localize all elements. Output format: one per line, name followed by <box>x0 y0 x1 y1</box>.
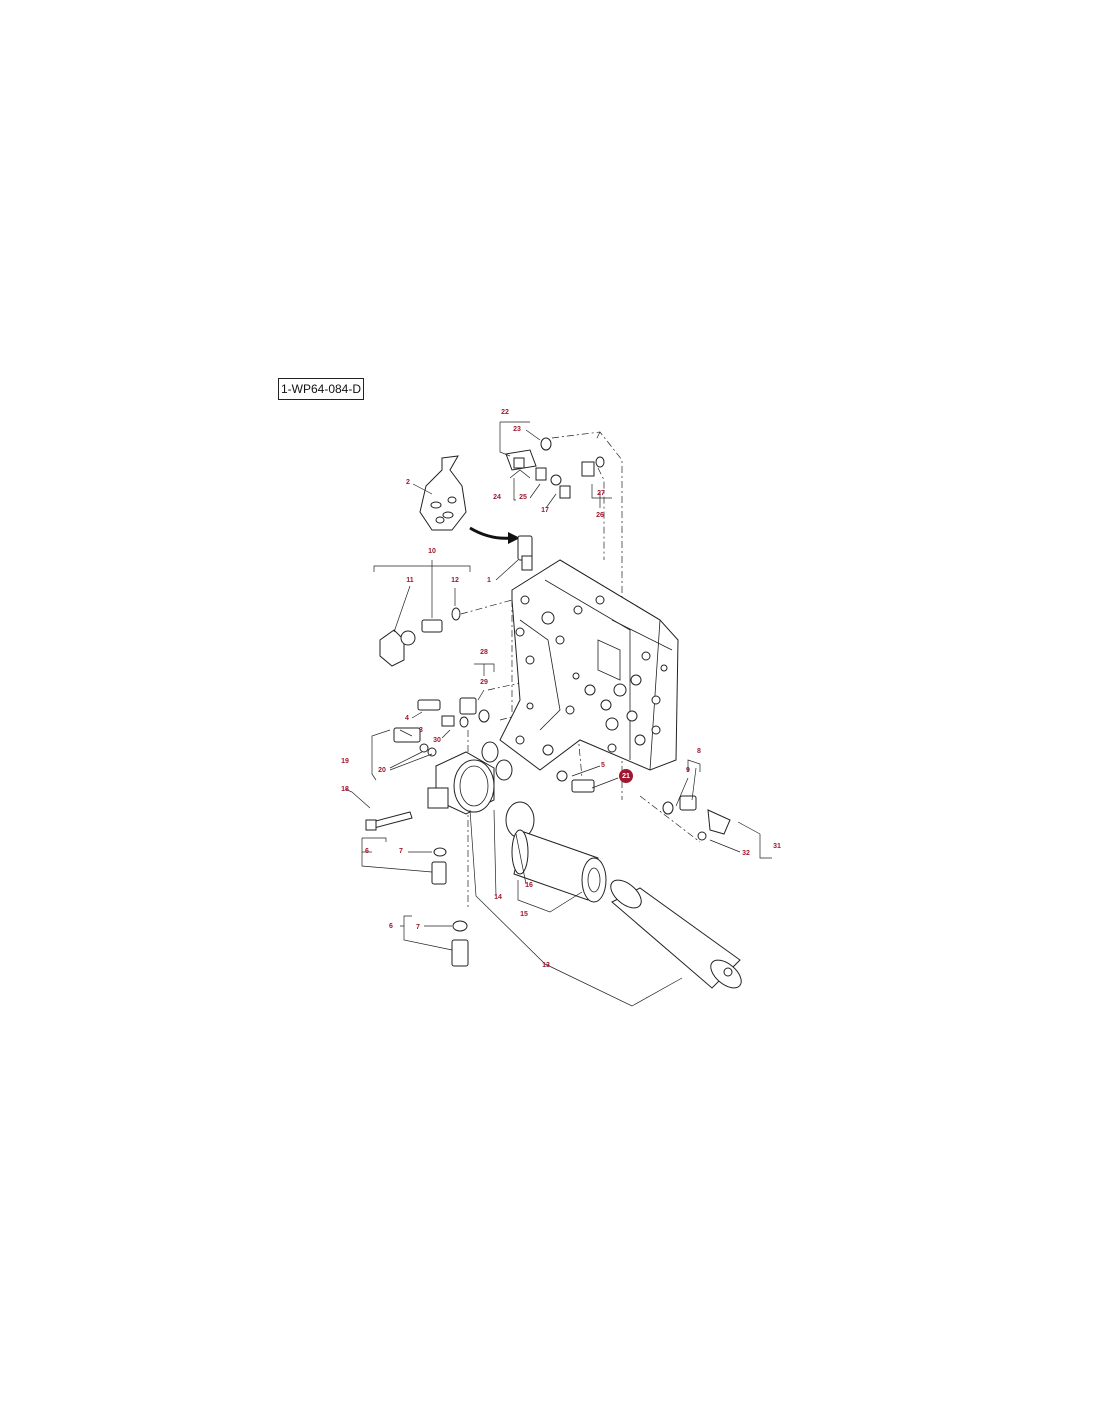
install-arrow-head <box>508 532 520 544</box>
valve-block <box>499 559 679 771</box>
callout-30: 30 <box>433 737 441 744</box>
callout-23: 23 <box>513 426 521 433</box>
plug-assembly-10 <box>379 607 461 667</box>
callout-10: 10 <box>428 548 436 555</box>
fittings-8-9-31-32 <box>662 795 731 841</box>
drawing-reference-label: 1-WP64-084-D <box>280 382 362 396</box>
callout-26: 26 <box>596 512 604 519</box>
callout-labels: 22 23 2 24 25 17 27 26 10 1 11 12 28 29 … <box>341 409 781 969</box>
callout-29: 29 <box>480 679 488 686</box>
filter-bowl-13 <box>610 879 742 989</box>
callout-9: 9 <box>686 767 690 774</box>
callout-22: 22 <box>501 409 509 416</box>
callout-3: 3 <box>419 727 423 734</box>
callout-32: 32 <box>742 850 750 857</box>
callout-24: 24 <box>493 494 501 501</box>
callout-13: 13 <box>542 962 550 969</box>
bolt-18 <box>365 811 413 831</box>
callout-8: 8 <box>697 748 701 755</box>
left-fittings <box>393 697 490 757</box>
callout-18: 18 <box>341 786 349 793</box>
callout-12: 12 <box>451 577 459 584</box>
callout-25: 25 <box>519 494 527 501</box>
callout-7: 7 <box>399 848 403 855</box>
install-arrow <box>469 526 513 540</box>
callout-11: 11 <box>406 577 414 584</box>
leader-lines <box>344 421 772 1007</box>
callout-14: 14 <box>494 894 502 901</box>
callout-6: 6 <box>365 848 369 855</box>
callout-4: 4 <box>405 715 409 722</box>
callout-1: 1 <box>487 577 491 584</box>
callout-16: 16 <box>525 882 533 889</box>
callout-2: 2 <box>406 479 410 486</box>
part-1-cartridge <box>517 535 533 571</box>
callout-28: 28 <box>480 649 488 656</box>
callout-20: 20 <box>378 767 386 774</box>
callout-7: 7 <box>416 924 420 931</box>
top-fittings <box>505 437 605 499</box>
callout-21: 21 <box>622 773 630 780</box>
callout-31: 31 <box>773 843 781 850</box>
callout-21-highlight <box>619 769 633 783</box>
fittings-5-21 <box>556 770 595 793</box>
callout-6: 6 <box>389 923 393 930</box>
callout-27: 27 <box>597 490 605 497</box>
filter-head <box>427 741 535 839</box>
callout-19: 19 <box>341 758 349 765</box>
callout-5: 5 <box>601 762 605 769</box>
callout-17: 17 <box>541 507 549 514</box>
filter-element-15 <box>511 829 607 903</box>
callout-15: 15 <box>520 911 528 918</box>
drain-fittings-6-7 <box>431 847 469 967</box>
drawing-reference-box: 1-WP64-084-D <box>278 378 364 400</box>
parts-bag <box>419 455 467 531</box>
